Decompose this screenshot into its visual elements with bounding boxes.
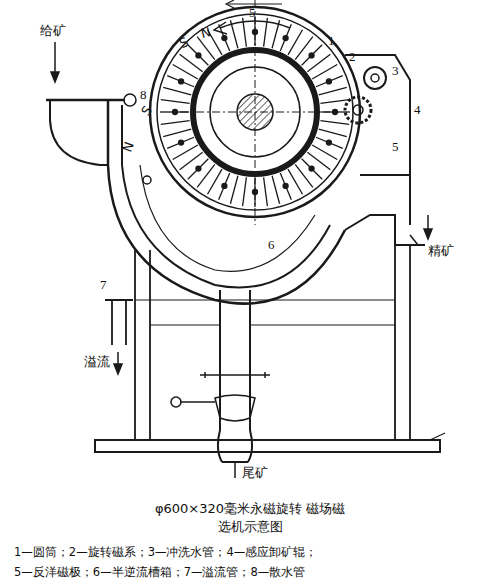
outlet-label: 尾矿 xyxy=(242,466,268,480)
callout-number: 3 xyxy=(392,64,399,78)
pole-letter: S xyxy=(139,104,155,119)
callout-number: 5 xyxy=(392,140,399,154)
callout-number: 1 xyxy=(328,34,335,48)
outlet-label: 溢流 xyxy=(84,355,110,369)
pole-letter: N xyxy=(199,25,212,41)
callout-number: 7 xyxy=(100,278,107,292)
legend-line: 1—圆筒；2—旋转磁系；3—冲洗水管；4—感应卸矿辊； xyxy=(14,546,317,559)
callout-number: 5 xyxy=(249,6,256,20)
callout-number: 4 xyxy=(414,103,421,117)
feed-label: 给矿 xyxy=(40,24,66,38)
figure-caption: φ600×320毫米永磁旋转 磁场磁选机示意图 xyxy=(150,500,350,535)
outlet-label: 精矿 xyxy=(428,244,454,258)
legend-line: 5—反洋磁极；6—半逆流槽箱；7—溢流管；8—散水管 xyxy=(14,566,305,579)
callout-number: 8 xyxy=(140,88,147,102)
callout-number: 6 xyxy=(268,238,275,252)
callout-number: 2 xyxy=(349,50,356,64)
